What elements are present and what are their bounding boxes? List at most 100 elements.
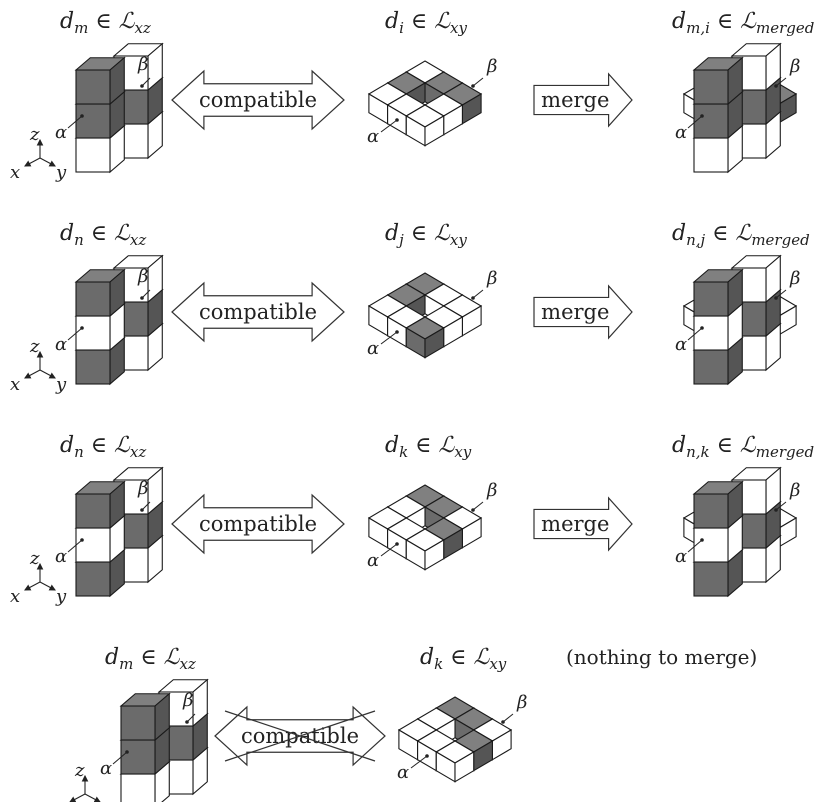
y-axis: [39, 369, 56, 379]
middle-label: dk ∈ ℒxy: [420, 645, 507, 673]
alpha-marker: α: [367, 330, 399, 359]
alpha-marker-label: α: [100, 758, 112, 779]
z-axis-label: z: [29, 336, 40, 357]
cube-front-face: [693, 69, 729, 105]
pointer-line: [141, 77, 151, 87]
beta-marker: β: [471, 56, 497, 88]
y-axis-label: y: [100, 798, 112, 802]
cross-line: [224, 710, 376, 762]
x-axis: [24, 581, 41, 591]
pointer-tip: [471, 84, 475, 88]
cube-right-face: [454, 751, 475, 783]
action-label: merge: [541, 88, 609, 112]
alpha-marker: α: [675, 538, 704, 567]
left-label: dn ∈ ℒxz: [60, 433, 146, 461]
beta-marker-label: β: [137, 478, 148, 499]
x-axis: [24, 157, 41, 167]
cube-front-face: [120, 705, 156, 741]
beta-marker-label: β: [789, 480, 800, 501]
xz-wall: [74, 254, 164, 386]
cube-front-face: [693, 281, 729, 317]
beta-marker: β: [182, 690, 196, 724]
cube-front-face: [75, 493, 111, 529]
pointer-tip: [774, 84, 778, 88]
pointer-line: [775, 77, 787, 87]
x-axis-label: x: [10, 586, 20, 607]
single-arrow-shape: [533, 496, 633, 552]
pointer-tip: [700, 114, 704, 118]
beta-marker-label: β: [486, 268, 497, 289]
merged-wall: [692, 254, 782, 386]
nothing-to-merge-note: (nothing to merge): [566, 645, 757, 669]
z-axis-label: z: [29, 124, 40, 145]
pointer-tip: [80, 114, 84, 118]
beta-marker-label: β: [486, 480, 497, 501]
action-label: merge: [541, 300, 609, 324]
relation-arrow: compatible: [171, 493, 345, 555]
merge-arrow: merge: [533, 72, 633, 128]
alpha-marker-label: α: [367, 338, 379, 359]
axis-triad: zxy: [55, 760, 112, 802]
cube-right-face: [424, 539, 445, 571]
wall-cube: [692, 302, 744, 352]
cube-right-face: [424, 115, 445, 147]
xy-ring: [367, 272, 483, 359]
cube-front-face: [693, 561, 729, 597]
pointer-line: [775, 289, 787, 299]
beta-marker: β: [471, 268, 497, 300]
pointer-tip: [395, 542, 399, 546]
beta-marker-label: β: [486, 56, 497, 77]
xy-ring: [367, 60, 483, 147]
alpha-marker-label: α: [675, 334, 687, 355]
alpha-marker-label: α: [367, 550, 379, 571]
pointer-tip: [140, 508, 144, 512]
beta-marker-label: β: [137, 266, 148, 287]
double-arrow-shape: [171, 69, 345, 131]
pointer-tip: [80, 326, 84, 330]
pointer-line: [472, 289, 484, 299]
cube-front-face: [693, 527, 729, 563]
pointer-line: [502, 713, 514, 723]
pointer-tip: [140, 84, 144, 88]
beta-marker: β: [137, 478, 151, 512]
beta-marker-label: β: [516, 692, 527, 713]
cube-right-face: [424, 327, 445, 359]
beta-marker-label: β: [789, 268, 800, 289]
pointer-line: [67, 115, 83, 129]
ring-cube: [405, 104, 445, 147]
single-arrow-shape: [533, 72, 633, 128]
ring-cube: [405, 316, 445, 359]
relation-label: compatible: [199, 88, 317, 112]
pointer-tip: [395, 118, 399, 122]
z-axis-label: z: [29, 548, 40, 569]
relation-label: compatible: [199, 300, 317, 324]
pointer-tip: [125, 750, 129, 754]
xy-ring: [397, 696, 513, 783]
cube-front-face: [75, 281, 111, 317]
x-axis-label: x: [10, 162, 20, 183]
pointer-line: [687, 115, 703, 129]
pointer-line: [380, 543, 398, 557]
wall-cube: [74, 56, 126, 106]
beta-marker-label: β: [182, 690, 193, 711]
pointer-line: [687, 539, 703, 553]
alpha-marker: α: [367, 118, 399, 147]
alpha-marker: α: [397, 754, 429, 783]
alpha-marker: α: [675, 114, 704, 143]
beta-marker-label: β: [137, 54, 148, 75]
alpha-marker: α: [55, 114, 84, 143]
wall-cube: [112, 254, 164, 304]
left-label: dm ∈ ℒxz: [60, 9, 151, 37]
beta-marker: β: [471, 480, 497, 512]
pointer-line: [687, 327, 703, 341]
xz-wall: [119, 678, 209, 802]
pointer-tip: [774, 296, 778, 300]
y-axis-label: y: [55, 162, 67, 183]
right-label: dn,j ∈ ℒmerged: [672, 221, 810, 249]
cube-front-face: [120, 773, 156, 802]
pointer-tip: [700, 538, 704, 542]
y-axis: [39, 581, 56, 591]
pointer-tip: [471, 508, 475, 512]
